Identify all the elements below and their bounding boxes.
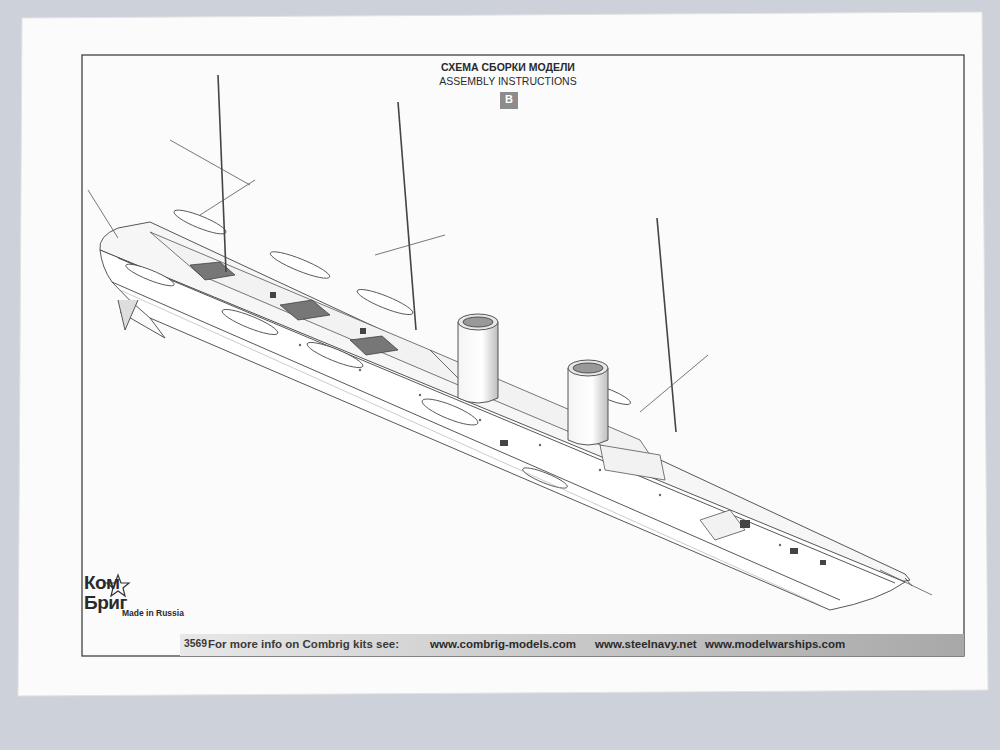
yards-and-rigging [88,140,932,605]
kit-number: 3569 [184,638,207,650]
paper-sheet [18,12,988,696]
portholes [239,319,781,546]
footer-text: www.combrig-models.com [430,638,576,652]
hull [100,222,912,610]
sheet-subtitle: ASSEMBLY INSTRUCTIONS [358,75,658,87]
footer-text: www.steelnavy.net [595,638,697,652]
sheet-letter-box [500,92,518,109]
sheet-letter: B [500,93,518,106]
footer-band: 3569For more info on Combrig kits see: ww… [180,634,964,656]
logo-word: Ком [84,572,120,594]
boats [124,206,632,492]
superstructure [150,232,745,540]
sheet-title: СХЕМА СБОРКИ МОДЕЛИ [358,61,658,73]
sheet-letter-box: B [500,92,518,109]
logo-tagline: Made in Russia [122,608,184,618]
footer-band-art [180,634,964,656]
funnels [458,314,608,445]
masts [218,75,676,432]
skylights [190,262,398,355]
footer-text: www.modelwarships.com [705,638,845,652]
deck-fittings [270,292,826,565]
logo-word: Бриг [84,592,127,614]
frame [82,55,964,656]
footer-text: For more info on Combrig kits see: [208,638,399,652]
